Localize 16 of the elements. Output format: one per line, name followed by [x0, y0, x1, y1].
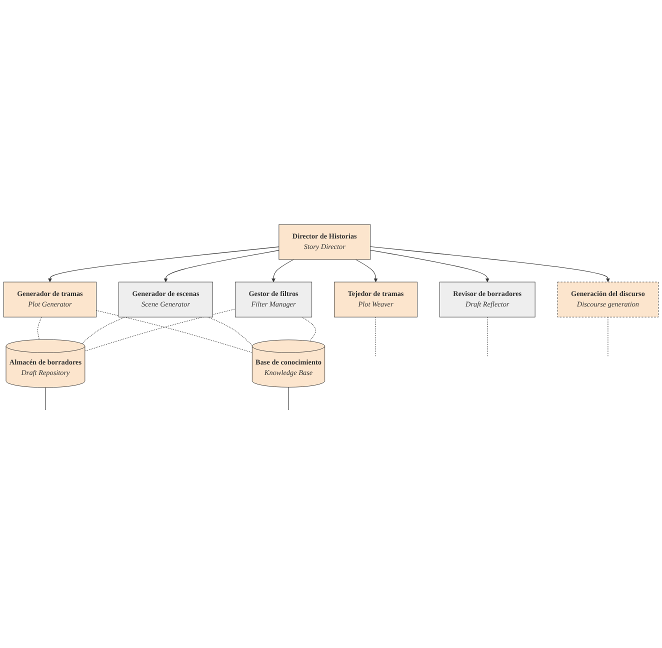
connector: [288, 386, 289, 410]
connector: [96, 310, 252, 353]
connector: [375, 316, 376, 358]
arrow: [370, 250, 490, 282]
arrow: [48, 246, 280, 282]
arrow: [370, 246, 610, 282]
connector: [82, 316, 126, 344]
arrow: [164, 250, 280, 282]
connector: [207, 316, 253, 346]
connector: [487, 316, 488, 358]
arrow: [272, 259, 294, 282]
connector: [45, 387, 46, 410]
connector: [37, 316, 42, 340]
connector: [84, 308, 236, 352]
connector: [302, 316, 316, 342]
arrow: [356, 259, 378, 282]
